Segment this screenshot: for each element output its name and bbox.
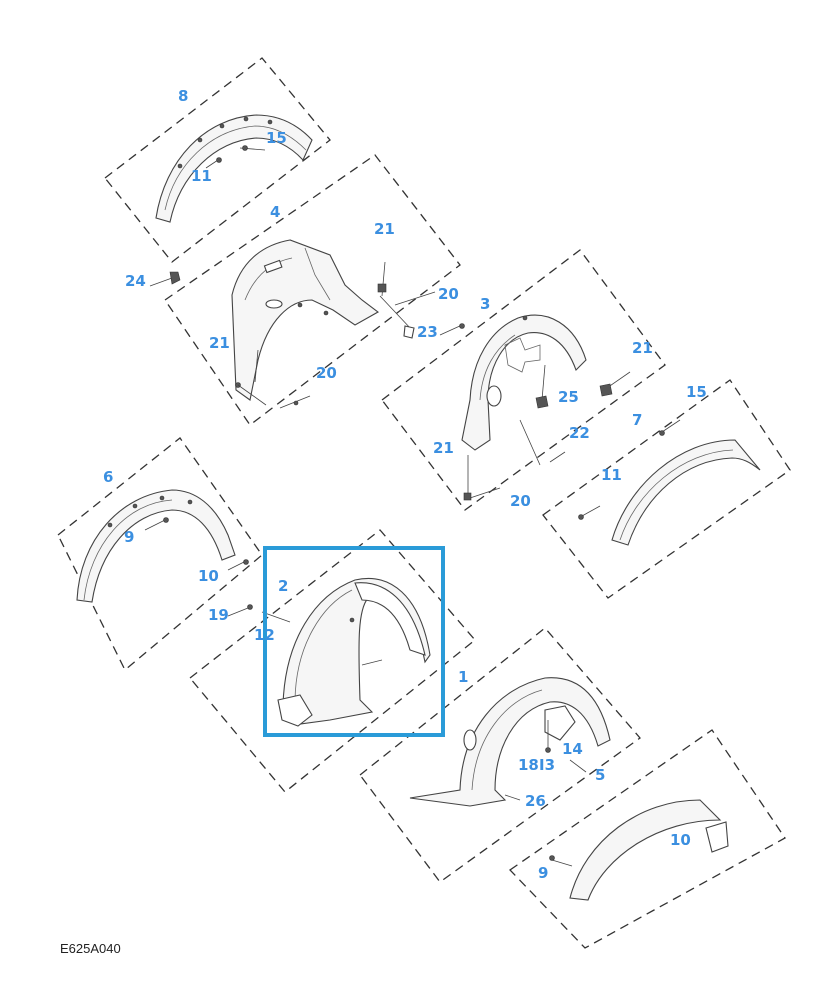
part-3-fasteners xyxy=(439,323,631,501)
part-3-wheel-liner xyxy=(461,314,587,451)
callout-21: 21 xyxy=(433,439,454,457)
callout-7: 7 xyxy=(632,411,642,429)
callout-21: 21 xyxy=(374,220,395,238)
callout-10: 10 xyxy=(198,567,219,585)
callout-21: 21 xyxy=(209,334,230,352)
part-5-fasteners xyxy=(549,855,573,867)
part-1-fasteners xyxy=(504,720,587,801)
callout-10: 10 xyxy=(670,831,691,849)
callout-8: 8 xyxy=(178,87,188,105)
callout-18: 18 xyxy=(518,756,539,774)
group-box-5 xyxy=(509,729,786,949)
diagram-code: E625A040 xyxy=(60,941,121,956)
callout-11: 11 xyxy=(601,466,622,484)
callout-24: 24 xyxy=(125,272,146,290)
part-5-arch-moulding xyxy=(569,799,729,901)
part-2-wheel-liner xyxy=(277,578,431,727)
group-box-2 xyxy=(189,529,476,793)
callout-26: 26 xyxy=(525,792,546,810)
callout-20: 20 xyxy=(510,492,531,510)
callout-21: 21 xyxy=(632,339,653,357)
callout-9: 9 xyxy=(124,528,134,546)
callout-15: 15 xyxy=(266,129,287,147)
callout-20: 20 xyxy=(438,285,459,303)
callout-19: 19 xyxy=(208,606,229,624)
group-box-8 xyxy=(104,57,331,263)
callout-12: 12 xyxy=(254,626,275,644)
group-box-4 xyxy=(164,154,461,426)
part-8-fasteners xyxy=(205,145,266,169)
callout-6: 6 xyxy=(103,468,113,486)
part-8-arch-moulding xyxy=(155,114,313,223)
part-6-arch-moulding xyxy=(76,489,236,603)
callout-14: 14 xyxy=(562,740,583,758)
callout-20: 20 xyxy=(316,364,337,382)
callout-1: 1 xyxy=(458,668,468,686)
part-7-fasteners xyxy=(578,419,681,520)
group-box-3 xyxy=(381,249,666,511)
part-7-arch-moulding xyxy=(611,439,761,546)
callout-5: 5 xyxy=(595,766,605,784)
callout-2: 2 xyxy=(278,577,288,595)
part-6-fasteners xyxy=(144,517,249,571)
callout-9: 9 xyxy=(538,864,548,882)
callout-4: 4 xyxy=(270,203,280,221)
selection-highlight xyxy=(263,546,445,737)
callout-15: 15 xyxy=(686,383,707,401)
callout-25: 25 xyxy=(558,388,579,406)
callout-22: 22 xyxy=(569,424,590,442)
part-4-wheel-liner xyxy=(231,239,380,401)
callout-23: 23 xyxy=(417,323,438,341)
callout-11: 11 xyxy=(191,167,212,185)
group-box-1 xyxy=(359,627,641,883)
callout-13: I3 xyxy=(539,756,555,774)
callout-3: 3 xyxy=(480,295,490,313)
part-4-fasteners xyxy=(149,261,436,409)
part-1-wheel-liner xyxy=(409,677,611,807)
group-box-7 xyxy=(542,379,791,599)
group-box-6 xyxy=(57,437,263,672)
